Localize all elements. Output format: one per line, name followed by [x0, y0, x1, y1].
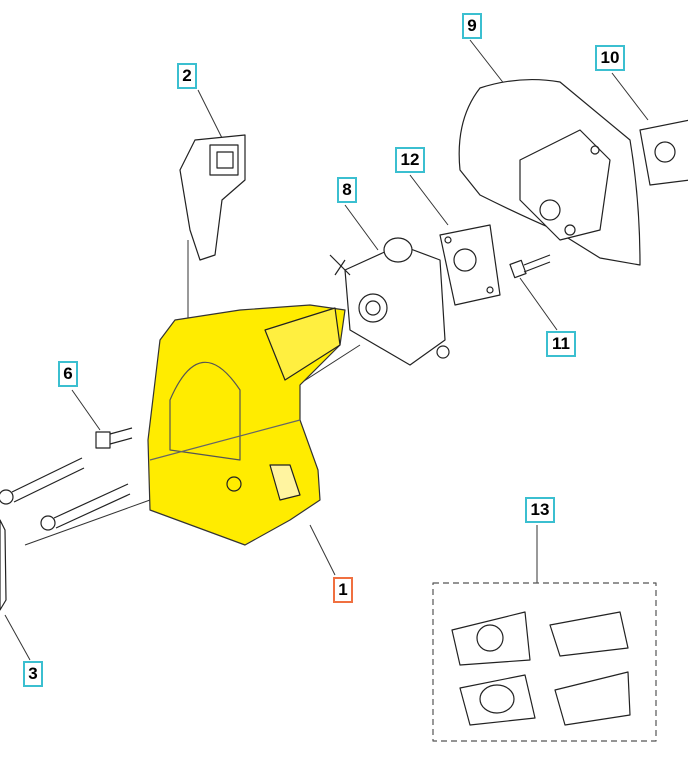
callout-label-6[interactable]: 6: [58, 361, 78, 387]
part-2-cap[interactable]: [179, 134, 246, 261]
part-3-plate[interactable]: [0, 519, 7, 611]
callout-label-9[interactable]: 9: [462, 13, 482, 39]
part-12-gasket[interactable]: [439, 224, 501, 306]
part-11-screw[interactable]: [509, 254, 551, 279]
part-13-gasket-kit[interactable]: [432, 582, 657, 742]
callout-label-8[interactable]: 8: [337, 177, 357, 203]
bolts[interactable]: [0, 457, 131, 531]
part-1-housing-highlighted[interactable]: [147, 304, 346, 546]
callout-label-11[interactable]: 11: [546, 331, 576, 357]
callout-label-3[interactable]: 3: [23, 661, 43, 687]
part-9-cover[interactable]: [458, 78, 641, 266]
callout-label-13[interactable]: 13: [525, 497, 555, 523]
part-6-nut[interactable]: [95, 427, 133, 449]
callout-label-2[interactable]: 2: [177, 63, 197, 89]
part-8-carburettor[interactable]: [329, 237, 450, 366]
callout-label-12[interactable]: 12: [395, 147, 425, 173]
callout-label-10[interactable]: 10: [595, 45, 625, 71]
part-10-gasket[interactable]: [639, 119, 688, 186]
callout-label-1[interactable]: 1: [333, 577, 353, 603]
